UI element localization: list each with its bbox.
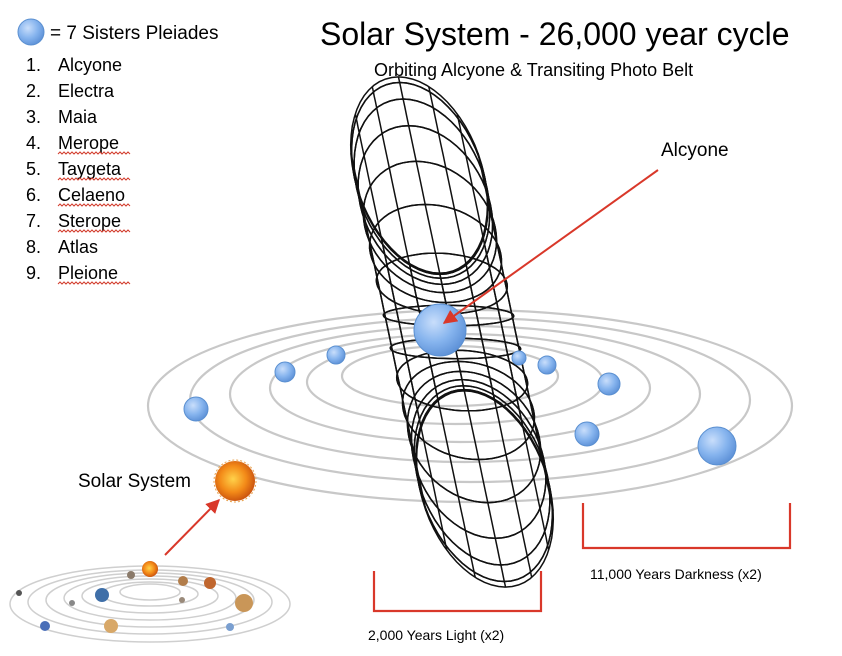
planet-icon bbox=[95, 588, 109, 602]
mini-orbit-ring bbox=[81, 578, 219, 614]
solar-system-callout-label: Solar System bbox=[78, 471, 191, 492]
legend-item-name: Atlas bbox=[58, 237, 98, 257]
spellcheck-underline bbox=[57, 281, 131, 285]
spellcheck-underline bbox=[57, 203, 131, 207]
planet-icon bbox=[69, 600, 75, 606]
orbit-ring bbox=[305, 338, 605, 426]
planet-icon bbox=[204, 577, 216, 589]
solar-system-arrow bbox=[164, 499, 220, 556]
torus-parallel bbox=[354, 113, 448, 551]
star-sterope bbox=[597, 372, 621, 396]
torus-parallel bbox=[482, 236, 524, 428]
legend-marker-icon bbox=[17, 18, 45, 46]
legend-item-number: 3. bbox=[26, 107, 41, 127]
spellcheck-underline bbox=[57, 177, 131, 181]
planet-icon bbox=[127, 571, 135, 579]
star-maia bbox=[274, 361, 296, 383]
legend-item-number: 8. bbox=[26, 237, 41, 257]
planet-icon bbox=[40, 621, 50, 631]
star-electra bbox=[326, 345, 346, 365]
torus-parallel bbox=[428, 86, 533, 578]
star-atlas bbox=[574, 421, 600, 447]
alcyone-arrow bbox=[442, 169, 659, 324]
mini-solar-system bbox=[9, 561, 291, 643]
legend-item-name: Alcyone bbox=[58, 55, 122, 75]
planet-icon bbox=[226, 623, 234, 631]
legend-item-name: Taygeta bbox=[58, 159, 122, 179]
legend-item-number: 2. bbox=[26, 81, 41, 101]
star-taygeta bbox=[511, 350, 527, 366]
torus-parallel bbox=[371, 86, 476, 578]
mini-orbit-ring bbox=[119, 583, 181, 601]
legend-item-name: Sterope bbox=[58, 211, 121, 231]
planet-icon bbox=[179, 597, 185, 603]
page-title: Solar System - 26,000 year cycle bbox=[320, 16, 790, 52]
legend-item-number: 6. bbox=[26, 185, 41, 205]
planet-icon bbox=[16, 590, 22, 596]
sun-icon bbox=[213, 459, 257, 503]
torus-parallel bbox=[465, 263, 496, 401]
torus-parallel bbox=[486, 196, 545, 468]
legend-item-number: 4. bbox=[26, 133, 41, 153]
legend-marker-label: = 7 Sisters Pleiades bbox=[50, 23, 218, 44]
mini-sun-icon bbox=[142, 561, 158, 577]
torus-parallel bbox=[456, 113, 550, 551]
legend: = 7 Sisters Pleiades bbox=[17, 18, 218, 46]
pleiades-list: 1. Alcyone 2. Electra 3. Maia 4. Merope 5. Tayget… bbox=[26, 55, 131, 285]
darkness-bracket bbox=[581, 503, 792, 550]
torus-parallel bbox=[397, 76, 507, 588]
legend-item-name: Celaeno bbox=[58, 185, 125, 205]
planet-icon bbox=[104, 619, 118, 633]
darkness-bracket-label: 11,000 Years Darkness (x2) bbox=[590, 566, 762, 582]
legend-item-name: Merope bbox=[58, 133, 119, 153]
star-pleione bbox=[697, 426, 737, 466]
torus-parallel bbox=[438, 273, 466, 391]
legend-item-number: 9. bbox=[26, 263, 41, 283]
spellcheck-underline bbox=[57, 151, 131, 155]
light-bracket bbox=[372, 571, 543, 613]
legend-item-number: 5. bbox=[26, 159, 41, 179]
star-merope bbox=[183, 396, 209, 422]
light-bracket-label: 2,000 Years Light (x2) bbox=[368, 627, 504, 643]
torus-parallel bbox=[350, 153, 427, 511]
legend-item-number: 7. bbox=[26, 211, 41, 231]
photon-belt-torus bbox=[349, 76, 555, 588]
legend-item-number: 1. bbox=[26, 55, 41, 75]
planet-icon bbox=[235, 594, 253, 612]
page-subtitle: Orbiting Alcyone & Transiting Photo Belt bbox=[374, 60, 693, 80]
pleiades-stars bbox=[183, 303, 737, 466]
spellcheck-underline bbox=[57, 229, 131, 233]
planet-icon bbox=[178, 576, 188, 586]
legend-item-name: Electra bbox=[58, 81, 115, 101]
star-celaeno bbox=[537, 355, 557, 375]
legend-item-name: Maia bbox=[58, 107, 98, 127]
legend-item-name: Pleione bbox=[58, 263, 118, 283]
orbit-ring bbox=[146, 308, 794, 504]
alcyone-callout-label: Alcyone bbox=[661, 140, 729, 161]
